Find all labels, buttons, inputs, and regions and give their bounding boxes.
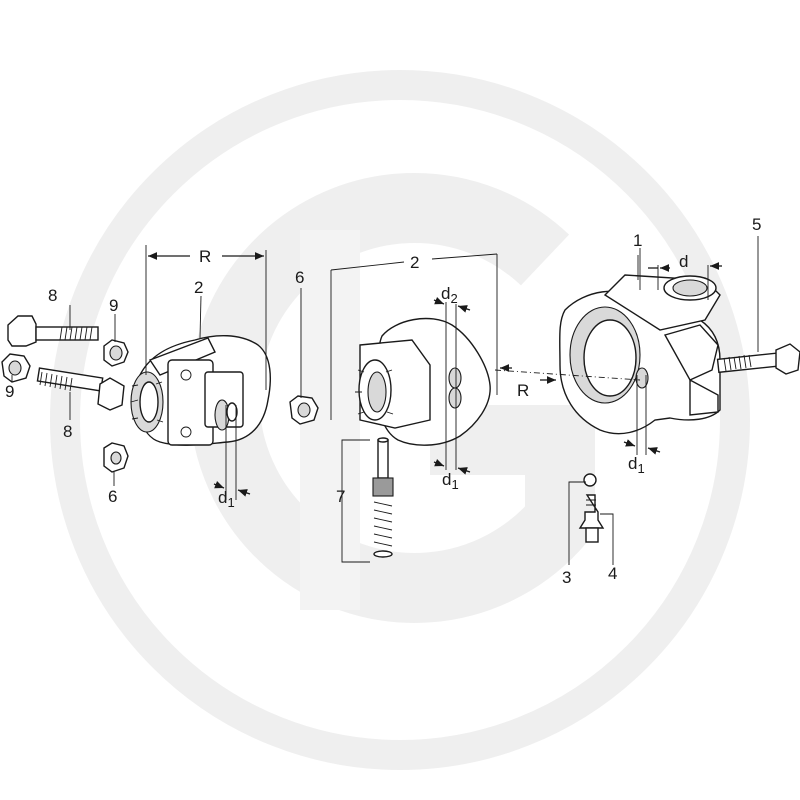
bolt-upper-left [7,315,99,347]
leader-lines [11,236,759,565]
dimension-lines [145,245,722,500]
dim-d1-center: d1 [442,470,459,492]
label-part-9-top: 9 [109,296,118,315]
label-part-8-bottom: 8 [63,422,72,441]
nut-9-left [1,353,31,383]
dim-d-top: d [679,252,688,271]
bolt-right [716,343,800,375]
dimension-labels: R R d d2 d1 d1 d1 [199,247,688,510]
label-part-3: 3 [562,568,571,587]
dim-d1-left: d1 [218,488,235,510]
pin-spring-assembly [372,437,394,558]
dim-r-right: R [517,381,529,400]
label-part-1: 1 [633,231,642,250]
left-flange [130,334,271,446]
label-part-6-top: 6 [295,268,304,287]
center-flange [355,317,491,446]
nut-9-top [103,339,129,367]
part-labels: 1 2 2 3 4 5 6 6 7 8 8 9 9 [5,215,761,587]
nut-6-bottom [103,442,129,473]
label-part-4: 4 [608,564,617,583]
dim-r-left: R [199,247,211,266]
label-part-2-center: 2 [410,253,419,272]
nut-6-top [289,395,319,425]
bolt-lower-left [36,367,125,411]
label-part-8-top: 8 [48,286,57,305]
label-part-2-left: 2 [194,278,203,297]
dim-d2: d2 [441,284,458,306]
grease-nipple-assembly [578,473,605,543]
label-part-7: 7 [336,487,345,506]
label-part-6-bottom: 6 [108,487,117,506]
dim-d1-right: d1 [628,454,645,476]
label-part-5: 5 [752,215,761,234]
label-part-9-left: 9 [5,382,14,401]
yoke [559,274,721,435]
